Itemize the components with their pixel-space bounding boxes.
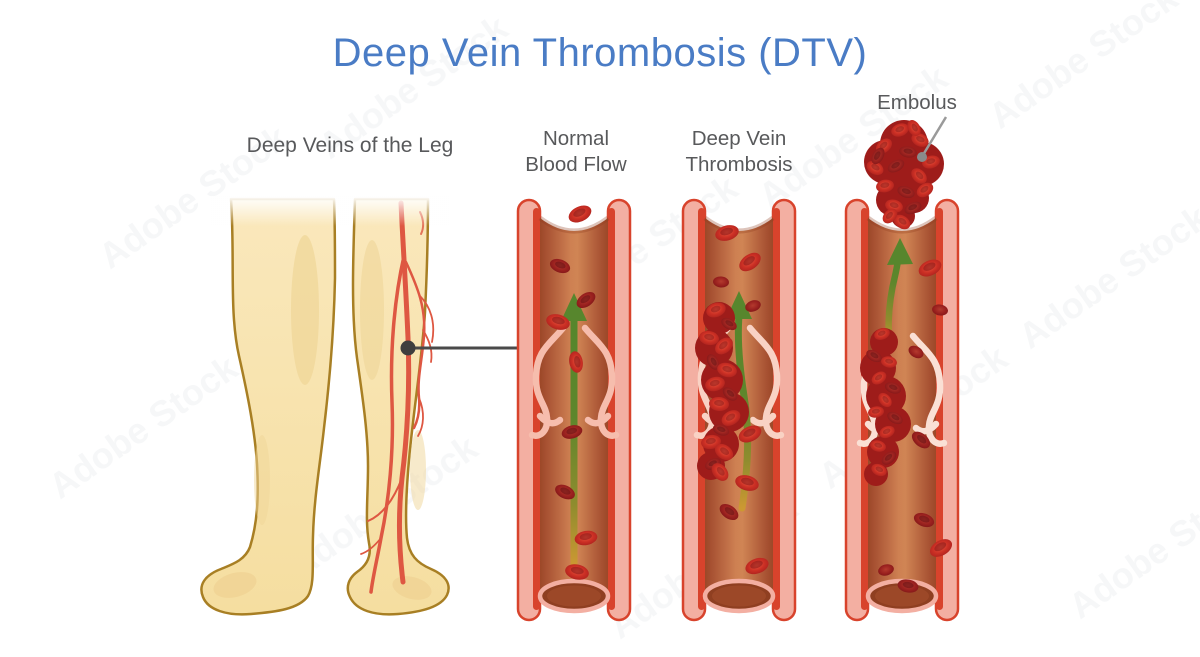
watermark-text: Adobe Stock (41, 346, 246, 506)
vein-normal-illustration (518, 200, 630, 620)
label-normal-line1: Normal (543, 127, 609, 150)
embolus-clot (864, 117, 944, 233)
vein-thrombosis-illustration (683, 200, 795, 620)
watermark-text: Adobe Stock (981, 0, 1186, 137)
label-normal-blood-flow: Normal Blood Flow (525, 127, 627, 176)
flow-arrow (885, 238, 913, 352)
embolus-pointer (917, 116, 948, 162)
vein-embolus-illustration (846, 116, 958, 620)
watermark-text: Adobe Stock (1061, 466, 1200, 626)
blood-clot (860, 326, 911, 486)
label-deep-vein-thrombosis: Deep Vein Thrombosis (685, 127, 792, 176)
venous-valve (528, 324, 620, 439)
label-deep-veins-of-the-leg: Deep Veins of the Leg (247, 134, 454, 157)
label-normal-line2: Blood Flow (525, 153, 627, 176)
label-dvt-line2: Thrombosis (685, 153, 792, 176)
label-embolus: Embolus (877, 91, 957, 114)
label-dvt-line1: Deep Vein (692, 127, 787, 150)
leg-veins-illustration (346, 197, 450, 616)
watermark-text: Adobe Stock (1011, 196, 1200, 356)
connector-dot (400, 340, 416, 356)
diagram-title: Deep Vein Thrombosis (DTV) (333, 31, 868, 75)
leg-plain-illustration (200, 197, 337, 616)
blood-clot (695, 300, 749, 485)
embolus-pointer-dot (917, 152, 927, 162)
